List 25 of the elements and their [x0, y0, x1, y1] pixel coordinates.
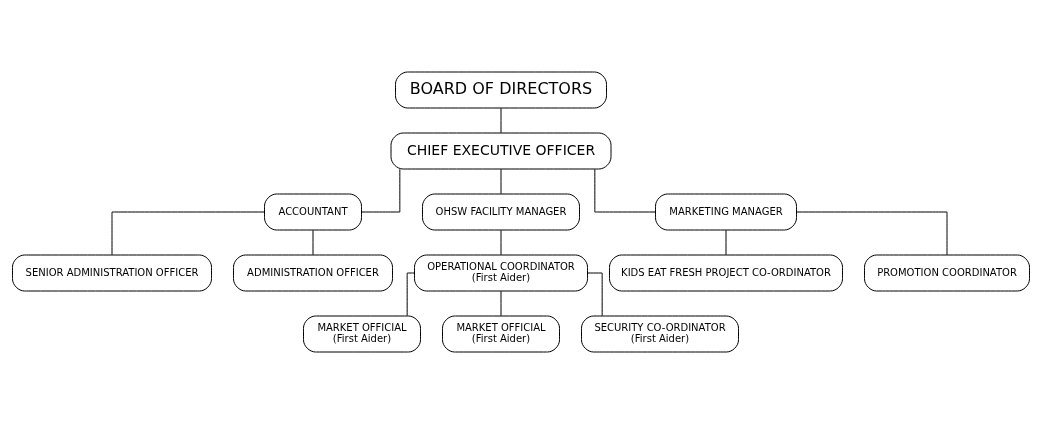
connector: [406, 272, 415, 317]
node-box: MARKETING MANAGER: [655, 193, 797, 231]
connector: [725, 229, 727, 256]
connector: [500, 107, 502, 134]
node-box: OPERATIONAL COORDINATOR (First Aider): [414, 254, 588, 292]
node-box: BOARD OF DIRECTORS: [395, 71, 607, 109]
connector: [500, 168, 502, 195]
connector: [500, 229, 502, 256]
connector: [500, 290, 502, 317]
connector: [796, 211, 948, 256]
connector: [361, 168, 401, 213]
node-box: SENIOR ADMINISTRATION OFFICER: [12, 254, 212, 292]
node-box: KIDS EAT FRESH PROJECT CO-ORDINATOR: [609, 254, 843, 292]
node-box: MARKET OFFICIAL (First Aider): [442, 315, 560, 353]
node-box: SECURITY CO-ORDINATOR (First Aider): [581, 315, 739, 353]
node-box: ADMINISTRATION OFFICER: [233, 254, 393, 292]
node-box: PROMOTION COORDINATOR: [864, 254, 1030, 292]
node-box: ACCOUNTANT: [264, 193, 362, 231]
connector: [587, 272, 603, 317]
connector: [111, 211, 265, 256]
node-box: CHIEF EXECUTIVE OFFICER: [390, 132, 612, 170]
connector: [594, 168, 656, 213]
node-box: OHSW FACILITY MANAGER: [422, 193, 580, 231]
connector: [312, 229, 314, 256]
node-box: MARKET OFFICIAL (First Aider): [303, 315, 421, 353]
